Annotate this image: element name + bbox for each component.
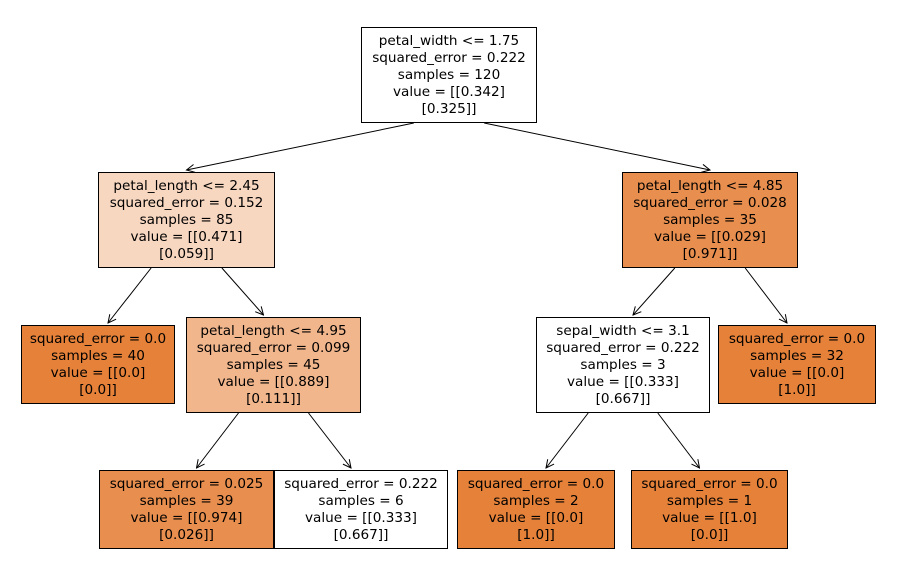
node-text-line: samples = 6 <box>318 492 404 509</box>
node-text-line: [1.0]] <box>778 381 816 398</box>
edge-n7-n9 <box>657 412 700 468</box>
node-text-line: value = [[0.333] <box>305 509 417 526</box>
node-text-line: value = [[0.0] <box>749 364 845 381</box>
node-text-line: sepal_width <= 3.1 <box>556 322 690 339</box>
node-text-line: petal_length <= 2.45 <box>113 177 260 194</box>
node-text-line: value = [[0.974] <box>130 509 243 526</box>
node-text-line: squared_error = 0.222 <box>284 475 438 492</box>
node-text-line: value = [[0.889] <box>217 373 330 390</box>
node-text-line: squared_error = 0.099 <box>196 339 351 356</box>
node-text-line: samples = 35 <box>663 211 757 228</box>
node-text-line: [1.0]] <box>517 526 555 543</box>
node-text-line: value = [[0.342] <box>393 83 505 100</box>
node-text-line: [0.0]] <box>79 381 117 398</box>
node-text-line: samples = 85 <box>139 211 234 228</box>
edge-n1-n3 <box>221 267 264 315</box>
node-text-line: petal_width <= 1.75 <box>378 32 520 49</box>
node-text-line: [0.026]] <box>159 526 214 543</box>
node-text-line: [0.971]] <box>682 245 738 262</box>
node-text-line: value = [[0.0] <box>50 364 146 381</box>
node-text-line: [0.667]] <box>333 526 389 543</box>
node-text-line: samples = 40 <box>51 347 145 364</box>
node-text-line: samples = 32 <box>750 347 844 364</box>
node-text-line: squared_error = 0.028 <box>633 194 787 211</box>
node-text-line: squared_error = 0.222 <box>546 339 700 356</box>
node-text-line: samples = 39 <box>139 492 234 509</box>
node-text-line: samples = 2 <box>493 492 579 509</box>
node-text-line: value = [[0.029] <box>654 228 766 245</box>
edge-n6-n10 <box>744 267 787 323</box>
edge-n0-n6 <box>484 122 710 170</box>
node-text-line: [0.325]] <box>421 100 477 117</box>
node-text-line: [0.111]] <box>246 390 301 407</box>
node-text-line: [0.059]] <box>159 245 214 262</box>
node-text-line: squared_error = 0.025 <box>109 475 264 492</box>
edge-n6-n7 <box>633 267 676 315</box>
edge-n3-n5 <box>308 412 352 468</box>
edge-n1-n2 <box>108 267 152 323</box>
node-text-line: squared_error = 0.0 <box>641 475 778 492</box>
node-text-line: squared_error = 0.152 <box>109 194 264 211</box>
node-text-line: samples = 45 <box>226 356 321 373</box>
node-text-line: squared_error = 0.0 <box>728 330 866 347</box>
node-text-line: petal_length <= 4.95 <box>200 322 347 339</box>
node-text-line: value = [[1.0] <box>662 509 757 526</box>
node-text-line: value = [[0.471] <box>130 228 243 245</box>
node-text-line: squared_error = 0.222 <box>372 49 526 66</box>
edge-n0-n1 <box>187 122 414 170</box>
node-text-line: value = [[0.0] <box>488 509 584 526</box>
node-text-line: squared_error = 0.0 <box>29 330 167 347</box>
node-text-line: squared_error = 0.0 <box>467 475 605 492</box>
node-text-line: [0.667]] <box>595 390 651 407</box>
edge-n7-n8 <box>546 412 589 468</box>
edge-n3-n4 <box>197 412 239 468</box>
node-text-line: [0.0]] <box>690 526 729 543</box>
node-text-line: petal_length <= 4.85 <box>636 177 784 194</box>
node-text-line: samples = 3 <box>580 356 666 373</box>
node-text-line: value = [[0.333] <box>567 373 679 390</box>
node-text-line: samples = 120 <box>397 66 501 83</box>
node-text-line: samples = 1 <box>666 492 753 509</box>
